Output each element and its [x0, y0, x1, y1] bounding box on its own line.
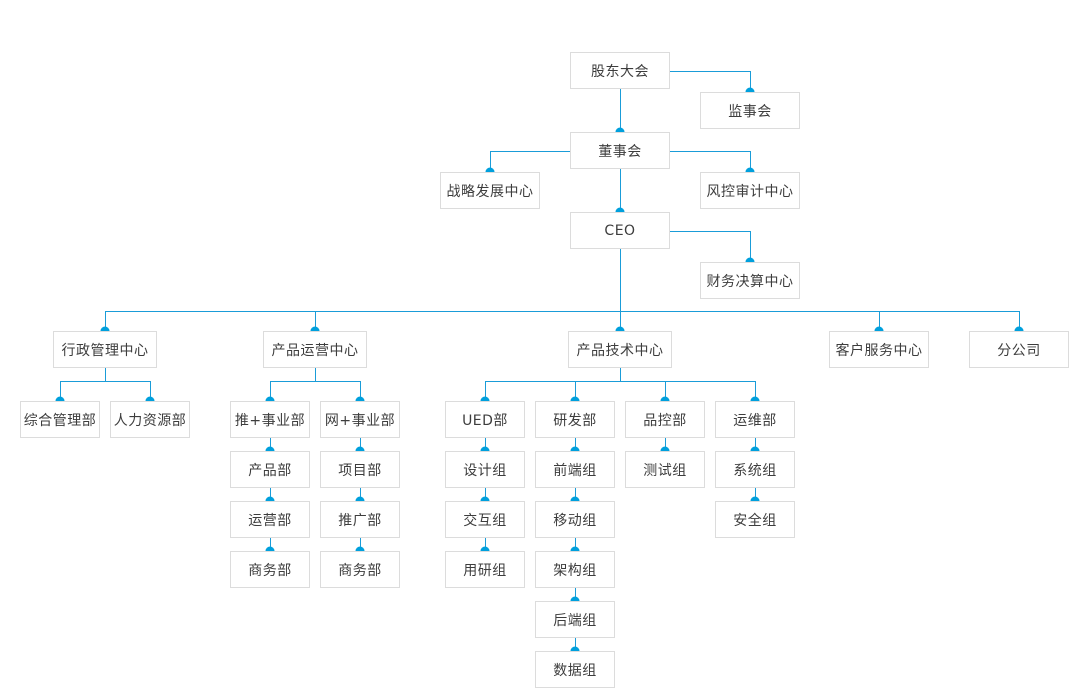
org-node-architecture-group[interactable]: 架构组: [535, 551, 615, 588]
org-node-admin-center[interactable]: 行政管理中心: [53, 331, 157, 368]
org-node-ops[interactable]: 运维部: [715, 401, 795, 438]
connector-line: [665, 438, 666, 451]
connector-line: [485, 538, 486, 551]
org-node-design-group[interactable]: 设计组: [445, 451, 525, 488]
connector-line: [105, 311, 1019, 312]
org-node-board[interactable]: 董事会: [570, 132, 670, 169]
org-node-customer-service-center[interactable]: 客户服务中心: [829, 331, 929, 368]
connector-line: [105, 368, 106, 381]
connector-line: [270, 438, 271, 451]
org-node-product-tech-center[interactable]: 产品技术中心: [568, 331, 672, 368]
connector-line: [750, 151, 751, 173]
connector-line: [755, 381, 756, 401]
org-node-user-research-group[interactable]: 用研组: [445, 551, 525, 588]
connector-line: [670, 231, 750, 232]
connector-line: [485, 381, 486, 401]
connector-line: [575, 588, 576, 601]
org-node-product-dept[interactable]: 产品部: [230, 451, 310, 488]
org-node-promo-dept[interactable]: 推广部: [320, 501, 400, 538]
org-node-wang-bu[interactable]: 网+事业部: [320, 401, 400, 438]
org-node-branch[interactable]: 分公司: [969, 331, 1069, 368]
org-node-tui-bu[interactable]: 推+事业部: [230, 401, 310, 438]
org-node-system-group[interactable]: 系统组: [715, 451, 795, 488]
org-node-qa[interactable]: 品控部: [625, 401, 705, 438]
connector-line: [575, 381, 576, 401]
org-node-ops-dept[interactable]: 运营部: [230, 501, 310, 538]
connector-line: [575, 438, 576, 451]
connector-line: [360, 381, 361, 401]
org-node-ued[interactable]: UED部: [445, 401, 525, 438]
org-node-ceo[interactable]: CEO: [570, 212, 670, 249]
org-node-security-group[interactable]: 安全组: [715, 501, 795, 538]
connector-line: [360, 488, 361, 501]
org-node-biz-dept-1[interactable]: 商务部: [230, 551, 310, 588]
connector-line: [360, 438, 361, 451]
connector-line: [485, 381, 755, 382]
connector-line: [270, 381, 271, 401]
org-node-frontend-group[interactable]: 前端组: [535, 451, 615, 488]
org-node-interaction-group[interactable]: 交互组: [445, 501, 525, 538]
connector-line: [620, 311, 621, 331]
connector-line: [490, 151, 491, 173]
connector-line: [270, 488, 271, 501]
org-node-product-ops-center[interactable]: 产品运营中心: [263, 331, 367, 368]
org-node-strategy[interactable]: 战略发展中心: [440, 172, 540, 209]
org-node-risk-audit[interactable]: 风控审计中心: [700, 172, 800, 209]
org-node-shareholders[interactable]: 股东大会: [570, 52, 670, 89]
connector-line: [575, 538, 576, 551]
connector-line: [879, 311, 880, 331]
org-node-hr[interactable]: 人力资源部: [110, 401, 190, 438]
org-node-supervisory[interactable]: 监事会: [700, 92, 800, 129]
connector-line: [150, 381, 151, 401]
org-node-project-dept[interactable]: 项目部: [320, 451, 400, 488]
connector-line: [670, 71, 750, 72]
connector-line: [485, 488, 486, 501]
org-node-biz-dept-2[interactable]: 商务部: [320, 551, 400, 588]
connector-line: [670, 151, 750, 152]
connector-line: [755, 488, 756, 501]
org-node-test-group[interactable]: 测试组: [625, 451, 705, 488]
connector-line: [620, 89, 621, 132]
org-node-data-group[interactable]: 数据组: [535, 651, 615, 688]
connector-line: [750, 71, 751, 93]
org-node-general-admin[interactable]: 综合管理部: [20, 401, 100, 438]
org-node-finance[interactable]: 财务决算中心: [700, 262, 800, 299]
connector-line: [750, 231, 751, 263]
connector-line: [620, 249, 621, 311]
connector-line: [315, 368, 316, 381]
connector-line: [755, 438, 756, 451]
connector-line: [620, 368, 621, 381]
connector-line: [575, 638, 576, 651]
org-node-backend-group[interactable]: 后端组: [535, 601, 615, 638]
connector-line: [60, 381, 150, 382]
connector-line: [490, 151, 570, 152]
connector-line: [360, 538, 361, 551]
connector-line: [105, 311, 106, 331]
org-node-mobile-group[interactable]: 移动组: [535, 501, 615, 538]
connector-line: [60, 381, 61, 401]
connector-line: [575, 488, 576, 501]
connector-line: [270, 538, 271, 551]
connector-line: [270, 381, 360, 382]
connector-line: [1019, 311, 1020, 331]
connector-line: [485, 438, 486, 451]
connector-line: [665, 381, 666, 401]
org-node-rd[interactable]: 研发部: [535, 401, 615, 438]
connector-line: [620, 169, 621, 212]
connector-line: [315, 311, 316, 331]
